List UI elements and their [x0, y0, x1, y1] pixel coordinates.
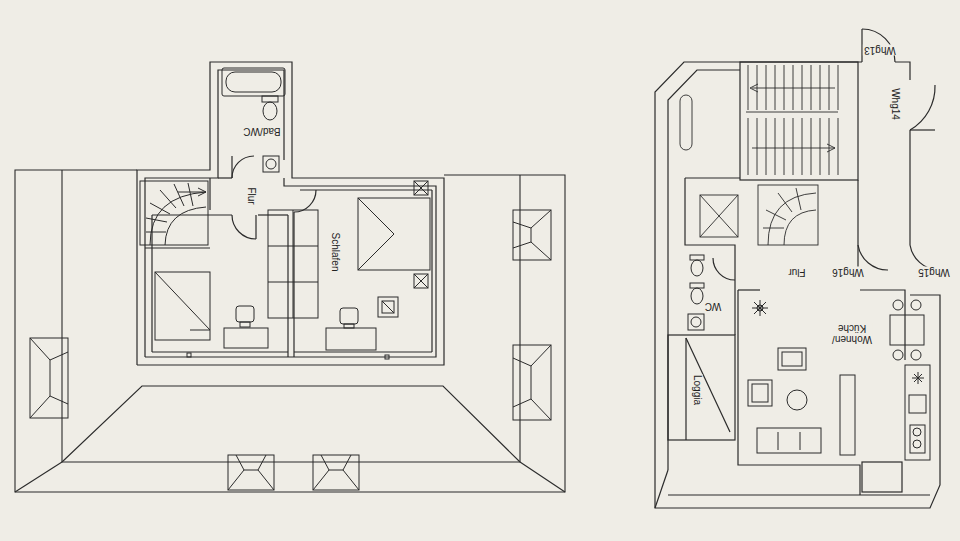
- left-roof: [15, 170, 565, 492]
- room-label: Whg16: [831, 267, 865, 278]
- right-stairs: [680, 65, 838, 245]
- room-label: Whg13: [863, 45, 897, 56]
- room-label: Loggia: [692, 374, 703, 406]
- left-stair: [140, 181, 208, 245]
- room-label: WC: [704, 301, 723, 312]
- room-label: Flur: [246, 186, 257, 205]
- bathroom-fixtures: [222, 68, 285, 172]
- room-label: Wohnen/ Küche: [831, 323, 873, 345]
- left-walls: [137, 62, 444, 365]
- right-furniture: [688, 255, 930, 460]
- right-walls: [655, 29, 940, 508]
- roof-dormers: [30, 210, 551, 490]
- room-label: Bad/WC: [242, 126, 281, 137]
- room-label: Schlafen: [330, 232, 341, 273]
- room-label: Whg15: [917, 267, 951, 278]
- left-furniture: [155, 181, 430, 359]
- room-label: Whg14: [890, 87, 901, 121]
- room-label: Flur: [787, 267, 806, 278]
